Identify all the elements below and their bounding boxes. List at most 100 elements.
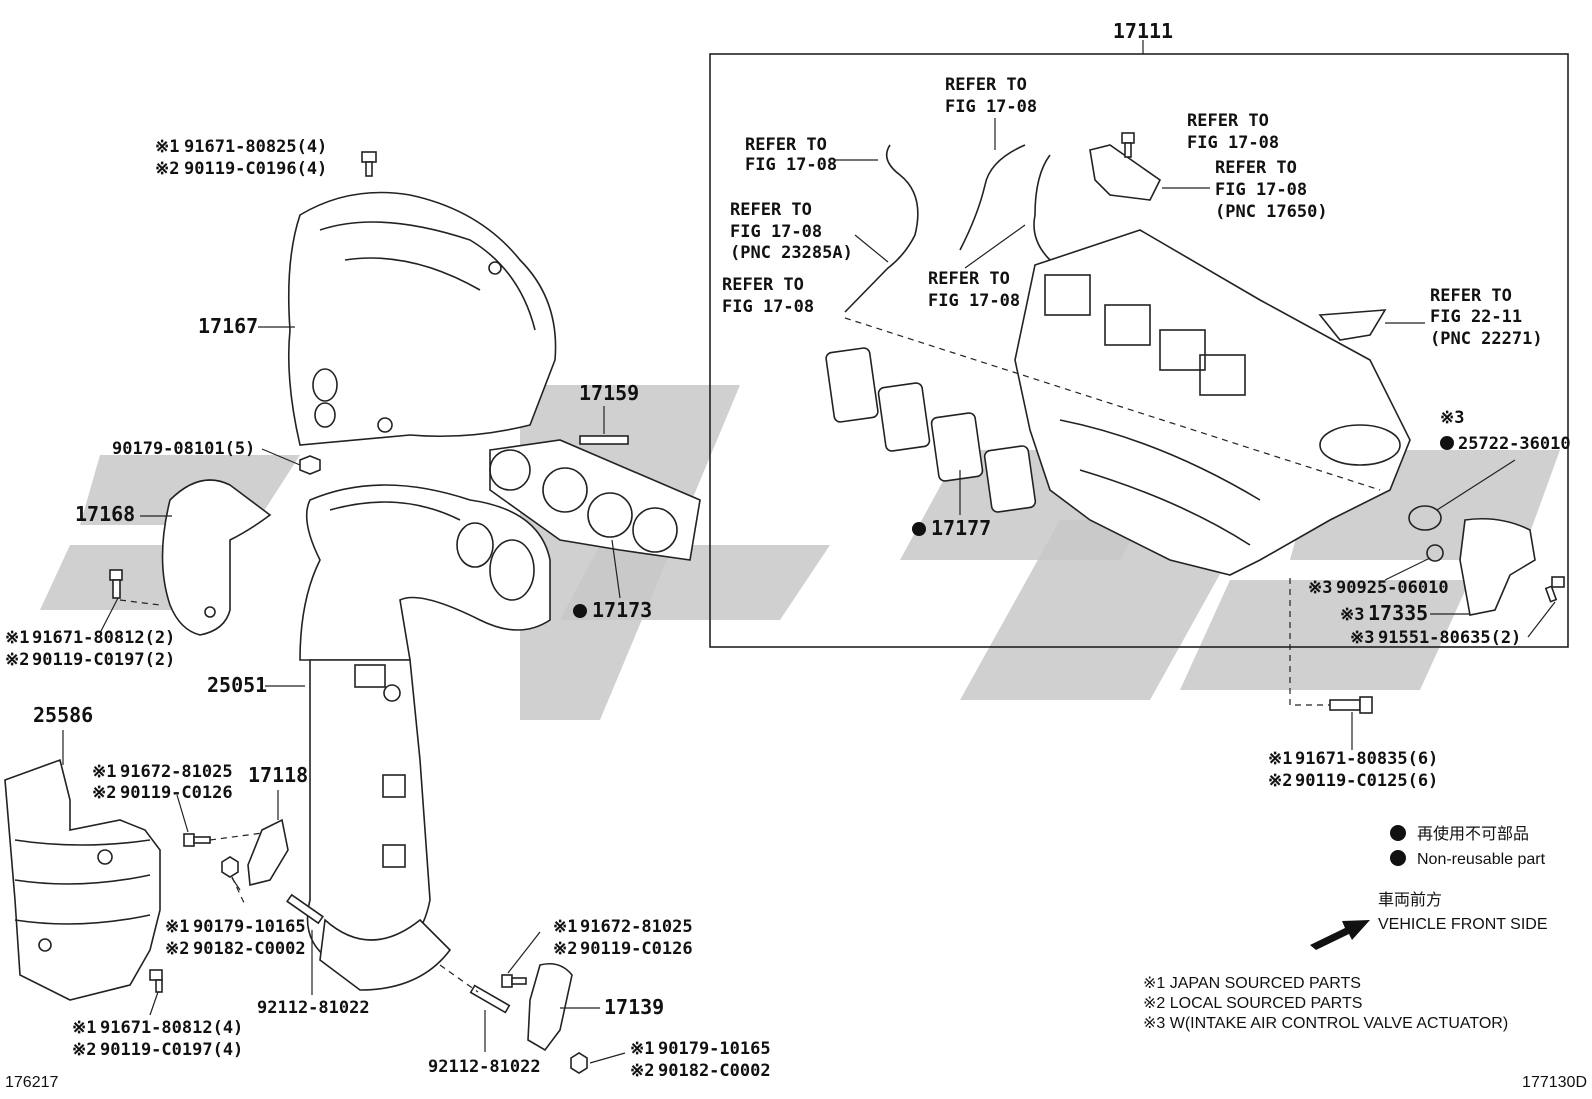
intake-manifold — [1014, 229, 1411, 576]
label-left-bolt-2: 90119-C0197(2) — [32, 650, 175, 670]
svg-text:REFER TO: REFER TO — [1430, 286, 1512, 306]
svg-text:※2: ※2 — [630, 1061, 654, 1081]
svg-text:※1: ※1 — [1268, 749, 1292, 769]
screen-22271 — [1318, 309, 1387, 341]
label-17168: 17168 — [75, 502, 135, 526]
non-reusable-dot — [912, 522, 926, 536]
svg-text:FIG 17-08: FIG 17-08 — [945, 97, 1037, 117]
frame-label-17111: 17111 — [1113, 19, 1173, 43]
heat-insulator-17168 — [161, 479, 272, 636]
svg-text:REFER TO: REFER TO — [945, 75, 1027, 95]
bolt-icon — [1121, 132, 1135, 158]
svg-text:FIG 17-08: FIG 17-08 — [1187, 133, 1279, 153]
svg-text:※3: ※3 — [1440, 408, 1464, 428]
label-manifold-bolt-2: 90119-C0125(6) — [1295, 771, 1438, 791]
heat-insulator-17167 — [287, 191, 557, 446]
hose — [959, 144, 1026, 251]
bolt-icon — [361, 151, 377, 177]
nut-icon — [221, 856, 239, 878]
gasket-90925 — [1426, 544, 1444, 562]
non-reusable-dot — [1440, 436, 1454, 450]
nut-icon — [570, 1052, 588, 1074]
bracket-17139 — [527, 962, 573, 1052]
svg-text:※2: ※2 — [92, 783, 116, 803]
svg-text:※2: ※2 — [553, 939, 577, 959]
alignment-line — [1289, 578, 1330, 706]
label-92112-b: 92112-81022 — [428, 1057, 541, 1077]
svg-text:※1: ※1 — [630, 1039, 654, 1059]
svg-text:※3: ※3 — [1340, 605, 1364, 625]
svg-text:(PNC 23285A): (PNC 23285A) — [730, 243, 853, 263]
svg-text:REFER TO: REFER TO — [1187, 111, 1269, 131]
footer-right-code: 177130D — [1522, 1074, 1587, 1091]
watermark-logo — [40, 385, 1560, 720]
svg-text:※2: ※2 — [72, 1040, 96, 1060]
stud-17159 — [579, 435, 629, 445]
front-arrow-icon — [1310, 920, 1370, 950]
svg-text:FIG 17-08: FIG 17-08 — [745, 155, 837, 175]
label-25051: 25051 — [207, 673, 267, 697]
label-92112-a: 92112-81022 — [257, 998, 370, 1018]
svg-text:REFER TO: REFER TO — [1215, 158, 1297, 178]
svg-text:FIG 17-08: FIG 17-08 — [928, 291, 1020, 311]
label-nut-2: 90182-C0002 — [193, 939, 306, 959]
note-3: ※3 W(INTAKE AIR CONTROL VALVE ACTUATOR) — [1143, 1015, 1508, 1032]
svg-text:※2: ※2 — [5, 650, 29, 670]
alignment-line — [844, 317, 1381, 491]
label-r-nut-1: 90179-10165 — [658, 1039, 771, 1059]
label-25586: 25586 — [33, 703, 93, 727]
stud-92112-a — [286, 893, 324, 925]
svg-text:REFER TO: REFER TO — [928, 269, 1010, 289]
label-17118: 17118 — [248, 763, 308, 787]
o-ring-25722 — [1408, 505, 1442, 531]
svg-text:(PNC 22271): (PNC 22271) — [1430, 329, 1543, 349]
label-r-bracket-bolt-2: 90119-C0126 — [580, 939, 693, 959]
svg-text:※1: ※1 — [165, 917, 189, 937]
svg-text:FIG 17-08: FIG 17-08 — [1215, 180, 1307, 200]
bolt-icon — [1544, 576, 1565, 603]
svg-text:※3: ※3 — [1308, 578, 1332, 598]
label-manifold-bolt-1: 91671-80835(6) — [1295, 749, 1438, 769]
svg-text:(PNC 17650): (PNC 17650) — [1215, 202, 1328, 222]
hose — [844, 144, 919, 313]
label-90179-08101: 90179-08101(5) — [112, 439, 255, 459]
label-nut-1: 90179-10165 — [193, 917, 306, 937]
label-top-bolt-1: 91671-80825(4) — [184, 137, 327, 157]
label-17335: 17335 — [1368, 601, 1428, 625]
label-r-nut-2: 90182-C0002 — [658, 1061, 771, 1081]
label-17139: 17139 — [604, 995, 664, 1019]
label-17173: 17173 — [592, 598, 652, 622]
svg-text:※2: ※2 — [155, 159, 179, 179]
svg-text:FIG 22-11: FIG 22-11 — [1430, 307, 1522, 327]
svg-text:※1: ※1 — [92, 762, 116, 782]
legend-jp: 再使用不可部品 — [1417, 825, 1529, 843]
svg-text:※1: ※1 — [553, 917, 577, 937]
note-2: ※2 LOCAL SOURCED PARTS — [1143, 995, 1362, 1012]
bolt-icon — [1329, 696, 1373, 714]
svg-text:※3: ※3 — [1350, 628, 1374, 648]
svg-text:※1: ※1 — [155, 137, 179, 157]
label-bracket-bolt-1: 91672-81025 — [120, 762, 233, 782]
label-bracket-bolt-2: 90119-C0126 — [120, 783, 233, 803]
nut-icon — [299, 455, 321, 475]
label-90925: 90925-06010 — [1336, 578, 1449, 598]
svg-text:※1: ※1 — [5, 628, 29, 648]
svg-text:REFER TO: REFER TO — [722, 275, 804, 295]
non-reusable-dot — [573, 604, 587, 618]
legend-dot — [1390, 850, 1406, 866]
note-1: ※1 JAPAN SOURCED PARTS — [1143, 975, 1361, 992]
label-left-bolt-1: 91671-80812(2) — [32, 628, 175, 648]
exhaust-manifold-25051 — [299, 484, 551, 991]
bolt-icon — [109, 569, 123, 599]
svg-text:FIG 17-08: FIG 17-08 — [722, 297, 814, 317]
svg-text:REFER TO: REFER TO — [745, 135, 827, 155]
bolt-icon — [183, 833, 211, 847]
label-r-bracket-bolt-1: 91672-81025 — [580, 917, 693, 937]
label-25722: 25722-36010 — [1458, 434, 1571, 454]
svg-text:FIG 17-08: FIG 17-08 — [730, 222, 822, 242]
footer-left-code: 176217 — [5, 1074, 58, 1091]
svg-text:※1: ※1 — [72, 1018, 96, 1038]
legend-dot — [1390, 825, 1406, 841]
label-shield-bolt-1: 91671-80812(4) — [100, 1018, 243, 1038]
intake-group-frame — [709, 53, 1569, 648]
